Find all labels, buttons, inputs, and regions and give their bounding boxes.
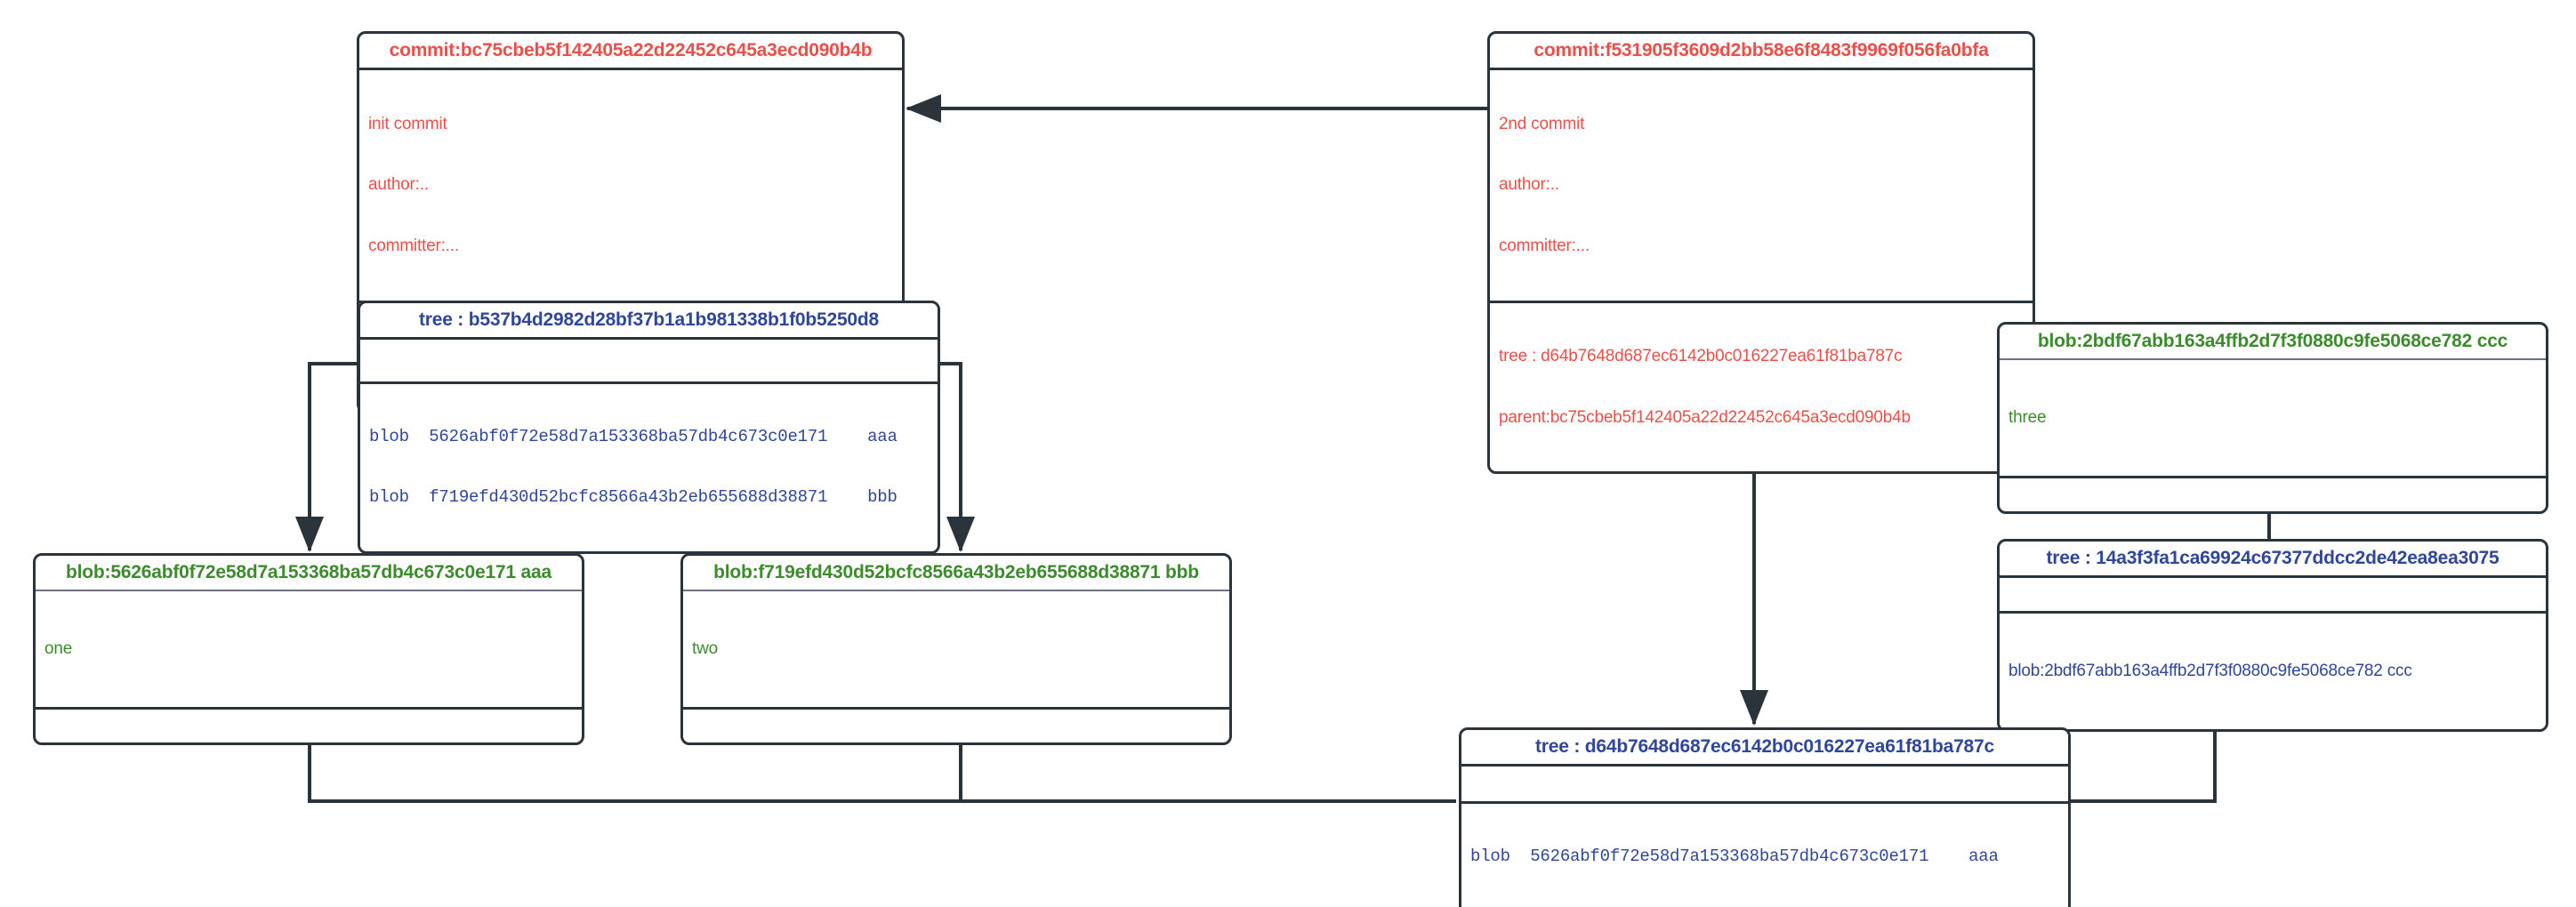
node-blob-f719efd4[interactable]: blob:f719efd430d52bcfc8566a43b2eb655688d… xyxy=(680,553,1232,746)
node-tree-b537b4d2[interactable]: tree : b537b4d2982d28bf37b1a1b981338b1f0… xyxy=(358,301,940,554)
edge-tree-b537-to-blob-bbb xyxy=(940,362,975,552)
blob-bbb-header: blob:f719efd430d52bcfc8566a43b2eb655688d… xyxy=(713,562,1199,582)
blob-ccc-content: three xyxy=(2000,358,2546,476)
tree-14a3-body xyxy=(2000,575,2546,611)
blob-ccc-header: blob:2bdf67abb163a4ffb2d7f3f0880c9fe5068… xyxy=(2037,331,2508,351)
commit2-header: commit:f531905f3609d2bb58e6f8483f9969f05… xyxy=(1534,40,1989,60)
tree-b537-body xyxy=(360,337,938,381)
node-tree-14a3f3fa[interactable]: tree : 14a3f3fa1ca69924c67377ddcc2de42ea… xyxy=(1997,539,2548,733)
tree-b537-entries: blob 5626abf0f72e58d7a153368ba57db4c673c… xyxy=(360,381,938,551)
edge-tree-b537-to-blob-aaa xyxy=(295,362,358,552)
commit2-footer: tree : d64b7648d687ec6142b0c016227ea61f8… xyxy=(1490,300,2033,472)
blob-ccc-footer xyxy=(2000,476,2546,511)
blob-aaa-header: blob:5626abf0f72e58d7a153368ba57db4c673c… xyxy=(66,562,551,582)
tree-entry: blob 5626abf0f72e58d7a153368ba57db4c673c… xyxy=(369,426,898,446)
node-blob-5626abf0[interactable]: blob:5626abf0f72e58d7a153368ba57db4c673c… xyxy=(33,553,584,746)
blob-bbb-content: two xyxy=(683,590,1229,707)
node-commit-f531905f[interactable]: commit:f531905f3609d2bb58e6f8483f9969f05… xyxy=(1487,31,2035,475)
blob-aaa-footer xyxy=(36,707,582,742)
tree-d64b-body xyxy=(1461,764,2068,801)
tree-b537-header: tree : b537b4d2982d28bf37b1a1b981338b1f0… xyxy=(418,309,880,330)
blob-bbb-footer xyxy=(683,707,1229,742)
tree-entry: blob f719efd430d52bcfc8566a43b2eb655688d… xyxy=(369,487,898,508)
commit1-body: init commit author:.. committer:... xyxy=(359,68,902,301)
tree-d64b-entries: blob 5626abf0f72e58d7a153368ba57db4c673c… xyxy=(1461,801,2068,907)
blob-aaa-content: one xyxy=(36,590,582,707)
commit2-body: 2nd commit author:.. committer:... xyxy=(1490,68,2033,301)
tree-14a3-header: tree : 14a3f3fa1ca69924c67377ddcc2de42ea… xyxy=(2046,548,2500,568)
node-blob-2bdf67ab[interactable]: blob:2bdf67abb163a4ffb2d7f3f0880c9fe5068… xyxy=(1997,322,2548,515)
commit1-header: commit:bc75cbeb5f142405a22d22452c645a3ec… xyxy=(389,40,873,60)
tree-d64b-header: tree : d64b7648d687ec6142b0c016227ea61f8… xyxy=(1534,736,1994,757)
tree-entry: blob 5626abf0f72e58d7a153368ba57db4c673c… xyxy=(1470,846,1999,866)
node-tree-d64b7648[interactable]: tree : d64b7648d687ec6142b0c016227ea61f8… xyxy=(1459,727,2071,907)
tree-14a3-footer: blob:2bdf67abb163a4ffb2d7f3f0880c9fe5068… xyxy=(2000,611,2546,729)
